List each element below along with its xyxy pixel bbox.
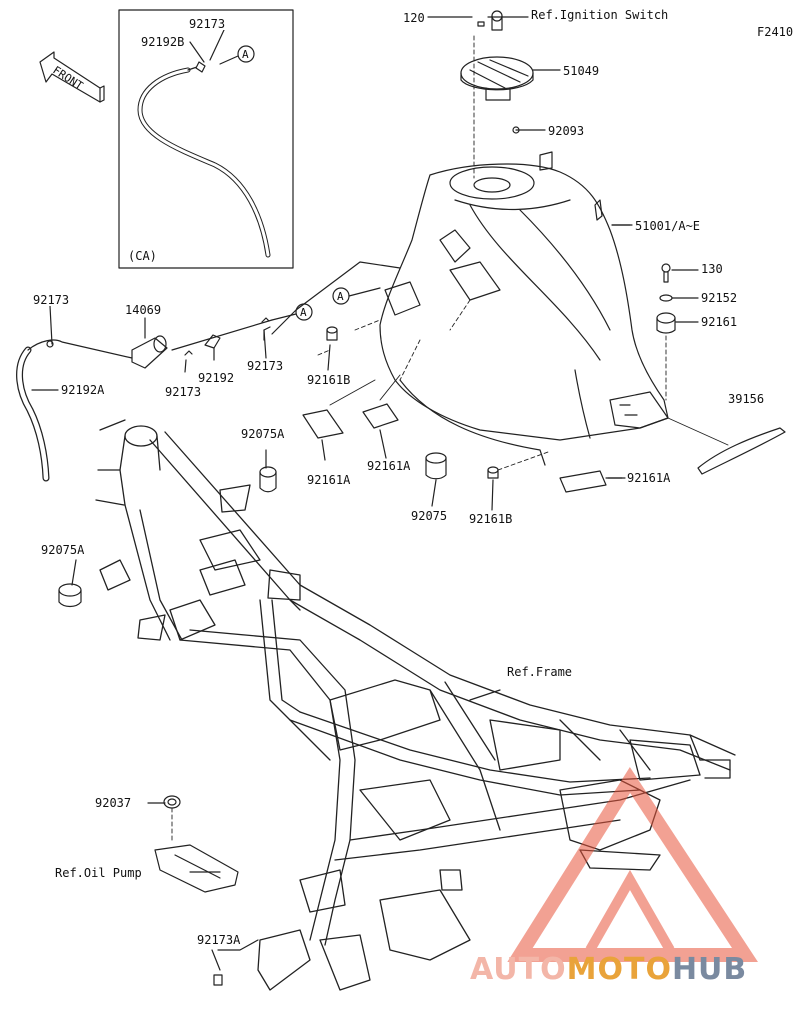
damper-92161 [656, 312, 676, 334]
label-92192A: 92192A [60, 383, 106, 397]
fuel-tank-51001 [379, 151, 669, 466]
label-92173A: 92173A [196, 933, 242, 947]
label-92192B: 92192B [140, 35, 186, 49]
callout-a-tank-letter: A [337, 290, 344, 303]
label-92173-c: 92173 [246, 359, 285, 373]
inset-variant-label: (CA) [128, 249, 157, 263]
label-ref-frame: Ref.Frame [506, 665, 574, 679]
label-130: 130 [700, 262, 724, 276]
damper-92075A-left [58, 583, 82, 608]
watermark-text: AUTOMOTOHUB [470, 952, 747, 987]
callout-a-inset-letter: A [242, 48, 249, 61]
label-92075A-top: 92075A [240, 427, 286, 441]
washer-92152 [659, 294, 673, 302]
label-92161A-1: 92161A [306, 473, 352, 487]
watermark-part-auto: AUTO [470, 952, 567, 987]
label-92192: 92192 [197, 371, 236, 385]
callout-a-inset [237, 45, 255, 63]
bolt-130 [661, 263, 671, 283]
frame [95, 419, 736, 991]
hose-92192B [137, 67, 271, 258]
pad-92161A-2 [362, 403, 399, 429]
pad-92161A-3 [559, 470, 607, 493]
damper-92075 [425, 452, 447, 480]
callout-a-hose [295, 303, 313, 321]
front-arrow [39, 51, 105, 103]
clamp-92037 [163, 795, 181, 809]
guard-39156 [697, 427, 786, 475]
label-92161: 92161 [700, 315, 739, 329]
oil-pump-bracket [154, 844, 239, 893]
label-92152: 92152 [700, 291, 739, 305]
watermark-part-moto: MOTO [566, 952, 672, 987]
label-92075: 92075 [410, 509, 449, 523]
label-39156: 39156 [727, 392, 766, 406]
label-92161B-left: 92161B [306, 373, 352, 387]
figure-code: F2410 [757, 25, 793, 39]
label-92161A-3: 92161A [626, 471, 672, 485]
front-label: FRONT [50, 64, 85, 93]
label-92037: 92037 [94, 796, 133, 810]
label-92075A-left: 92075A [40, 543, 86, 557]
pad-92161A-1 [302, 409, 344, 439]
fuel-cap-51049 [460, 10, 534, 101]
canister-14069 [131, 335, 168, 369]
watermark-part-hub: HUB [671, 952, 748, 987]
label-92173-b: 92173 [164, 385, 203, 399]
callout-a-hose-letter: A [300, 306, 307, 319]
watermark-triangle [507, 767, 758, 962]
damper-92075A-top [259, 466, 277, 493]
label-51049: 51049 [562, 64, 601, 78]
label-92173-left: 92173 [32, 293, 71, 307]
label-ref-ignition-switch: Ref.Ignition Switch [530, 8, 670, 22]
rubber-92161B-right [487, 466, 499, 479]
rubber-92161B-left [326, 326, 338, 341]
ca-inset-box [118, 9, 294, 269]
label-ref-oil-pump: Ref.Oil Pump [54, 866, 143, 880]
label-51001: 51001/A~E [634, 219, 702, 233]
label-120: 120 [402, 11, 426, 25]
clip-92173A [213, 974, 223, 986]
label-14069: 14069 [124, 303, 163, 317]
label-92173-inset: 92173 [188, 17, 227, 31]
label-92161A-2: 92161A [366, 459, 412, 473]
label-92093: 92093 [547, 124, 586, 138]
label-92161B-right: 92161B [468, 512, 514, 526]
